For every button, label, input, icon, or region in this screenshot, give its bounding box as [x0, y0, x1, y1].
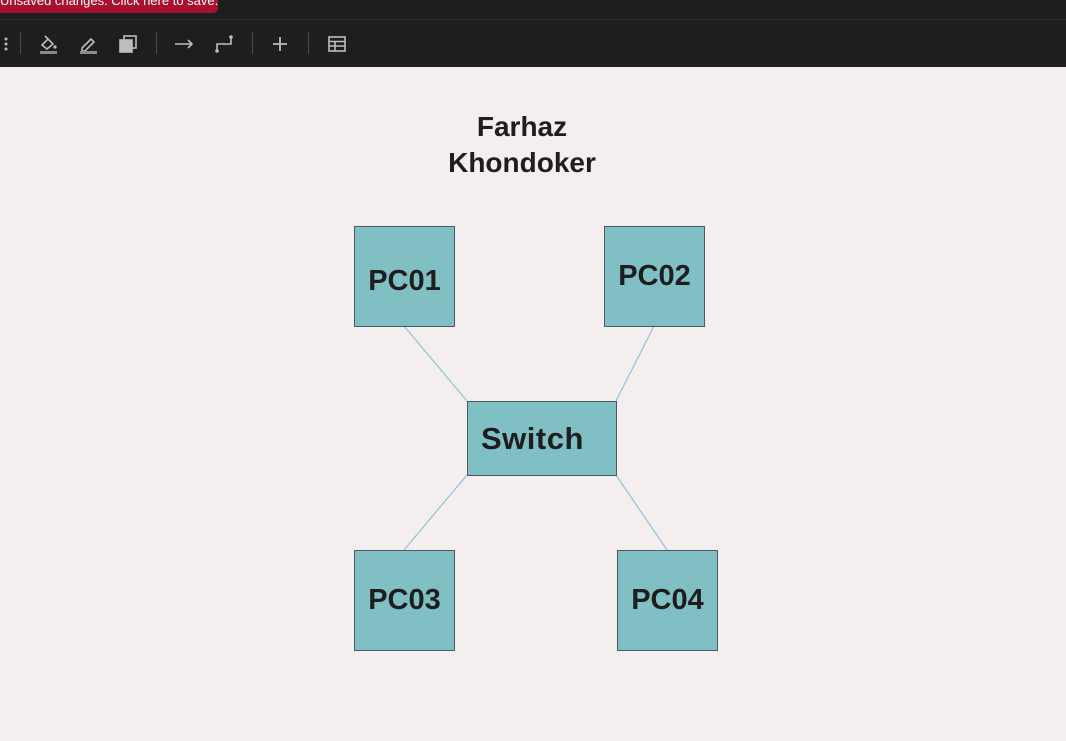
connector-icon[interactable]: [210, 30, 238, 58]
unsaved-changes-banner[interactable]: Unsaved changes. Click here to save.: [0, 0, 218, 13]
node-label: PC02: [618, 260, 691, 292]
link-pc02-switch: [615, 325, 655, 402]
toolbar-separator: [20, 32, 21, 54]
toolbar-separator: [156, 32, 157, 54]
node-switch[interactable]: Switch: [467, 401, 617, 476]
node-pc03[interactable]: PC03: [354, 550, 455, 651]
toolbar-separator: [252, 32, 253, 54]
diagram-title[interactable]: Farhaz Khondoker: [448, 111, 596, 178]
connection-lines: [403, 325, 668, 551]
link-pc04-switch: [615, 474, 668, 551]
node-label: Switch: [481, 420, 584, 456]
link-pc01-switch: [403, 325, 468, 402]
menu-icon[interactable]: [0, 30, 14, 58]
pen-icon[interactable]: [74, 30, 102, 58]
duplicate-icon[interactable]: [114, 30, 142, 58]
node-label: PC04: [631, 584, 704, 616]
node-label: PC01: [368, 265, 441, 297]
node-pc04[interactable]: PC04: [617, 550, 718, 651]
table-icon[interactable]: [323, 30, 351, 58]
node-label: PC03: [368, 584, 441, 616]
node-pc02[interactable]: PC02: [604, 226, 705, 327]
diagram-canvas[interactable]: Farhaz Khondoker PC01 PC02 Switch PC03 P…: [0, 67, 1066, 741]
toolbar-separator: [308, 32, 309, 54]
arrow-right-icon[interactable]: [170, 30, 198, 58]
link-pc03-switch: [403, 474, 468, 551]
plus-icon[interactable]: [266, 30, 294, 58]
top-bar: Unsaved changes. Click here to save.: [0, 0, 1066, 20]
toolbar: [0, 20, 1066, 67]
fill-icon[interactable]: [34, 30, 62, 58]
node-pc01[interactable]: PC01: [354, 226, 455, 327]
